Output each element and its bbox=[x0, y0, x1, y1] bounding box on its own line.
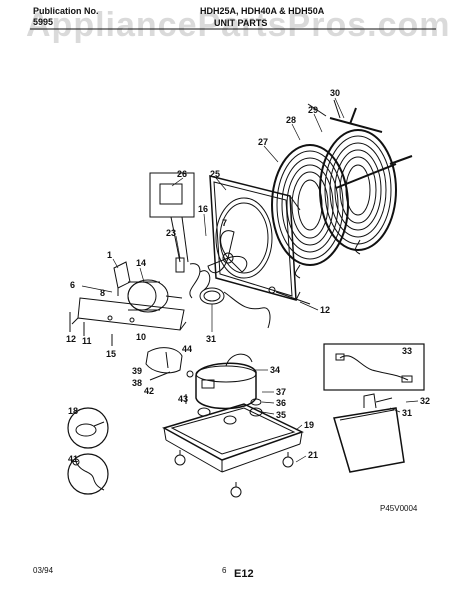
diagram-code: P45V0004 bbox=[380, 504, 418, 513]
callout-31: 31 bbox=[402, 408, 412, 418]
fan-blade bbox=[207, 230, 248, 274]
callout-12-right: 12 bbox=[320, 305, 330, 315]
callout-28a: 29 bbox=[308, 105, 318, 115]
callout-41: 41 bbox=[68, 454, 78, 464]
fan-shroud bbox=[209, 175, 301, 302]
float-switch-inset bbox=[323, 343, 425, 391]
callout-32: 32 bbox=[420, 396, 430, 406]
water-bucket bbox=[333, 393, 405, 473]
callout-12-left: 12 bbox=[66, 334, 76, 344]
callout-25: 26 bbox=[177, 169, 187, 179]
callout-8: 8 bbox=[100, 288, 105, 298]
callout-43: 44 bbox=[182, 344, 192, 354]
callout-13: 14 bbox=[136, 258, 146, 268]
callout-19: 21 bbox=[308, 450, 318, 460]
callout-42: 42 bbox=[144, 386, 154, 396]
footer-page-number: 6 bbox=[222, 566, 227, 575]
callout-29: 30 bbox=[330, 88, 340, 98]
callout-16: 18 bbox=[68, 406, 78, 416]
footer-page-code: E12 bbox=[234, 568, 254, 580]
callout-44: 43 bbox=[178, 394, 188, 404]
callout-35: 35 bbox=[276, 410, 286, 420]
publication-label: Publication No. bbox=[33, 6, 99, 16]
fastener-right bbox=[268, 286, 311, 305]
power-cord-inset bbox=[67, 453, 109, 495]
callout-10: 10 bbox=[136, 332, 146, 342]
compressor bbox=[195, 353, 257, 410]
callout-23: 25 bbox=[210, 169, 220, 179]
callout-18: 19 bbox=[304, 420, 314, 430]
callout-6: 6 bbox=[70, 280, 75, 290]
callout-1: 1 bbox=[107, 250, 112, 260]
evaporator-coil bbox=[271, 144, 349, 279]
relay-part bbox=[175, 257, 211, 299]
section-title: UNIT PARTS bbox=[214, 18, 268, 28]
base-pan bbox=[162, 403, 304, 473]
switch-part bbox=[113, 261, 131, 296]
fastener-left bbox=[69, 312, 113, 346]
callout-39: 39 bbox=[132, 366, 142, 376]
fan-motor bbox=[127, 279, 183, 313]
control-box bbox=[149, 172, 195, 263]
callout-33: 33 bbox=[402, 346, 412, 356]
condenser-coil bbox=[319, 129, 413, 255]
overload-protector bbox=[145, 347, 183, 381]
clamp-inset bbox=[67, 407, 109, 449]
callout-21: 23 bbox=[166, 228, 176, 238]
motor-bracket bbox=[71, 297, 187, 331]
callout-15: 16 bbox=[198, 204, 208, 214]
callout-labels: 30 29 28 27 25 26 16 23 1 14 6 12 12 11 … bbox=[66, 88, 430, 464]
callout-27: 28 bbox=[286, 115, 296, 125]
callout-7: 7 bbox=[222, 218, 227, 228]
motor-shaft-part bbox=[307, 99, 383, 133]
callout-34: 34 bbox=[270, 365, 280, 375]
callout-leaders bbox=[81, 97, 419, 463]
caster-wheels bbox=[174, 450, 294, 498]
callout-26: 27 bbox=[258, 137, 268, 147]
watermark-text: AppliancePartsPros.com bbox=[26, 6, 451, 44]
callout-30: 31 bbox=[206, 334, 216, 344]
callout-11: 11 bbox=[82, 336, 92, 346]
grommet-part bbox=[185, 370, 194, 404]
footer-date: 03/94 bbox=[33, 566, 54, 575]
publication-number: 5995 bbox=[33, 17, 54, 27]
callout-37: 37 bbox=[276, 387, 286, 397]
callout-14: 15 bbox=[106, 349, 116, 359]
callout-36: 36 bbox=[276, 398, 286, 408]
callout-38: 38 bbox=[132, 378, 142, 388]
model-numbers: HDH25A, HDH40A & HDH50A bbox=[200, 6, 325, 16]
drain-hose bbox=[199, 287, 271, 329]
